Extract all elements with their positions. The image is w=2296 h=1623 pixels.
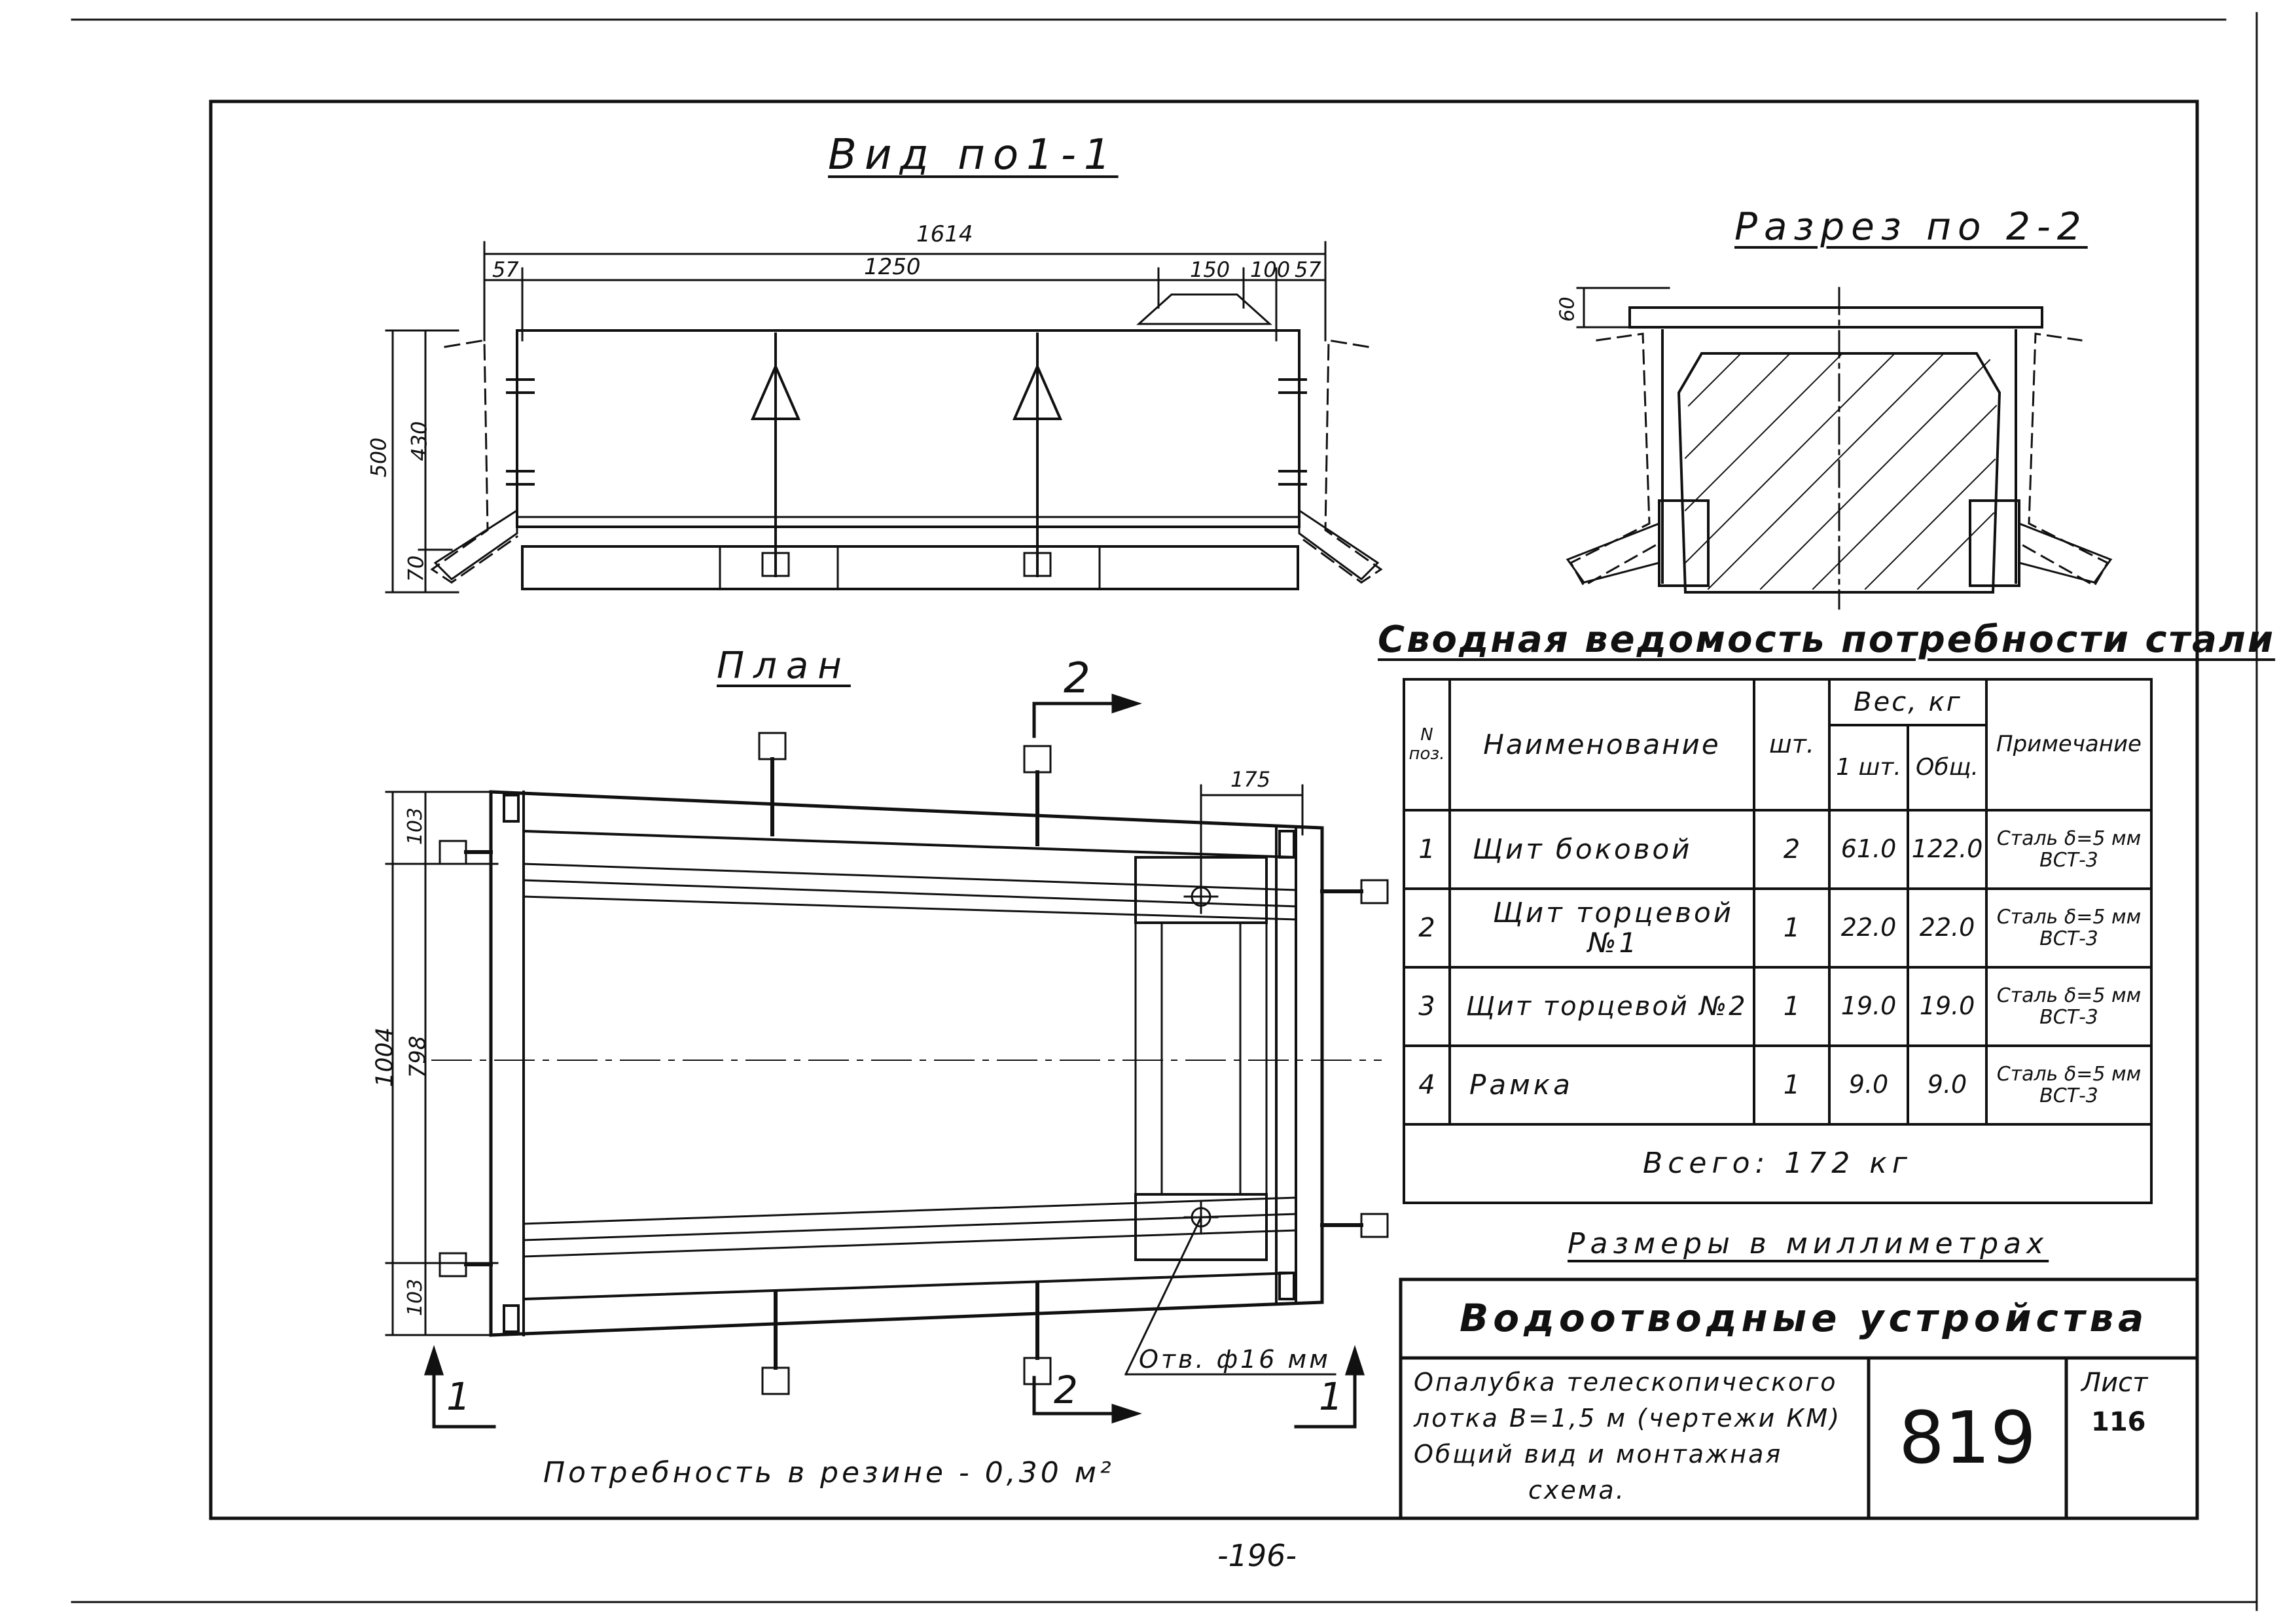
stamp-desc-1: Опалубка телескопического [1414, 1368, 1838, 1397]
row-4-total: 9.0 [1927, 1070, 1967, 1099]
main-frame [209, 99, 2199, 1520]
steel-table-title: Сводная ведомость потребности стали [1378, 618, 2276, 661]
plan-view [385, 693, 1389, 1429]
section-view [1566, 287, 2113, 610]
hole-note: Отв. ф16 мм [1139, 1345, 1331, 1374]
row-1-qty: 2 [1783, 834, 1801, 865]
rubber-note: Потребность в резине - 0,30 м² [543, 1456, 1115, 1489]
col-pos-header: N поз. [1408, 725, 1445, 764]
row-4-unit: 9.0 [1848, 1070, 1889, 1099]
plan-title: План [717, 645, 851, 687]
col-weight-header: Вес, кг [1854, 687, 1962, 717]
dim-height-70: 70 [403, 555, 429, 582]
row-2-unit: 22.0 [1840, 913, 1897, 942]
elevation-view [385, 241, 1383, 594]
dim-plan-total: 1004 [371, 1027, 399, 1088]
row-4-note: Сталь δ=5 мм ВСТ-3 [1996, 1063, 2142, 1107]
dim-plan-175: 175 [1230, 767, 1271, 792]
dim-100: 100 [1250, 257, 1291, 282]
dim-main: 1250 [864, 254, 921, 280]
dim-height-500: 500 [366, 437, 391, 478]
row-3-unit: 19.0 [1840, 991, 1897, 1021]
dim-plan-bottom: 103 [404, 1278, 427, 1317]
dim-section-60: 60 [1556, 296, 1579, 322]
col-unit-header: 1 шт. [1836, 754, 1901, 781]
steel-table-grid [1403, 678, 2153, 1204]
row-4-pos: 4 [1418, 1070, 1435, 1100]
row-3-qty: 1 [1783, 991, 1801, 1022]
col-total-header: Общ. [1916, 754, 1979, 781]
cut-1-left-label: 1 [446, 1374, 471, 1419]
elevation-title: Вид по1-1 [828, 131, 1119, 179]
cut-1-right-label: 1 [1319, 1374, 1343, 1419]
row-3-name: Щит торцевой №2 [1466, 991, 1748, 1022]
row-2-note: Сталь δ=5 мм ВСТ-3 [1996, 906, 2142, 950]
col-qty-header: шт. [1769, 730, 1814, 759]
cut-2-bottom-label: 2 [1054, 1368, 1078, 1412]
row-3-total: 19.0 [1919, 991, 1975, 1021]
cut-2-top-label: 2 [1064, 654, 1090, 703]
row-1-unit: 61.0 [1840, 834, 1897, 864]
row-3-note: Сталь δ=5 мм ВСТ-3 [1996, 984, 2142, 1029]
dim-height-430: 430 [406, 421, 432, 461]
row-1-name: Щит боковой [1473, 832, 1693, 865]
row-1-pos: 1 [1418, 834, 1435, 865]
row-2-qty: 1 [1783, 913, 1801, 943]
col-name-header: Наименование [1483, 728, 1721, 760]
dim-left-end: 57 [492, 257, 519, 282]
row-2-pos: 2 [1418, 913, 1435, 943]
page-number: -196- [1217, 1538, 1297, 1573]
row-4-name: Рамка [1469, 1068, 1573, 1101]
row-2-total: 22.0 [1919, 913, 1975, 942]
section-title: Разрез по 2-2 [1734, 204, 2088, 249]
steel-total: Всего: 172 кг [1643, 1146, 1912, 1180]
dim-overall: 1614 [916, 221, 973, 247]
stamp-heading: Водоотводные устройства [1460, 1296, 2149, 1340]
stamp-desc-3: Общий вид и монтажная [1414, 1440, 1783, 1469]
row-3-pos: 3 [1418, 991, 1435, 1022]
row-4-qty: 1 [1783, 1070, 1801, 1100]
row-1-note: Сталь δ=5 мм ВСТ-3 [1996, 827, 2142, 872]
row-2-name: Щит торцевой №1 [1492, 896, 1734, 959]
stamp-sheet-label: Лист [2081, 1368, 2148, 1398]
dim-right-end: 57 [1295, 257, 1321, 282]
stamp-sheet-number: 116 [2091, 1407, 2146, 1437]
row-1-total: 122.0 [1911, 834, 1983, 864]
col-note-header: Примечание [1996, 731, 2142, 758]
dim-plan-top: 103 [404, 807, 427, 846]
units-note: Размеры в миллиметрах [1568, 1227, 2049, 1260]
section-hatch [1684, 352, 1998, 590]
stamp-number: 819 [1899, 1396, 2036, 1480]
dim-150: 150 [1190, 257, 1230, 282]
title-block-grid [1399, 1277, 2199, 1520]
stamp-desc-2: лотка В=1,5 м (чертежи КМ) [1414, 1404, 1842, 1433]
stamp-desc-4: схема. [1528, 1476, 1626, 1505]
dim-plan-middle: 798 [404, 1035, 431, 1079]
